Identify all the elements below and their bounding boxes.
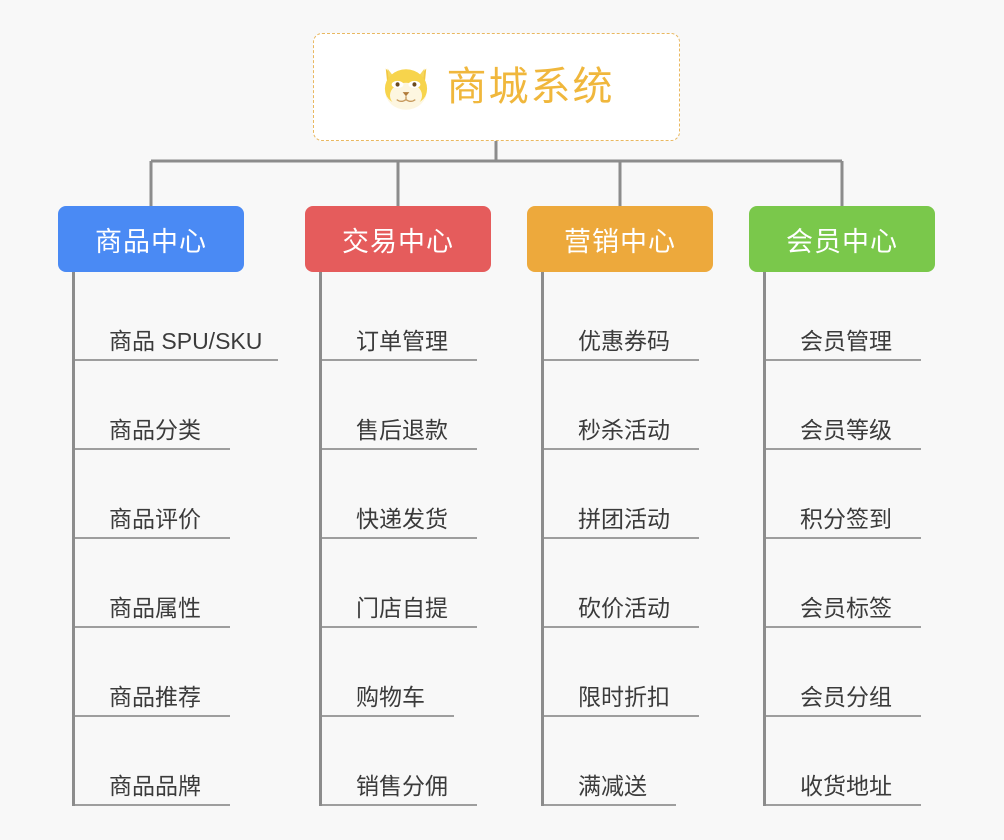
- leaf-item-label: 会员分组: [800, 683, 892, 710]
- leaf-item-label: 商品推荐: [109, 683, 201, 710]
- leaf-item[interactable]: 会员分组: [766, 628, 921, 717]
- root-node[interactable]: 商城系统: [313, 33, 680, 141]
- leaf-item-underline: [544, 626, 699, 628]
- leaf-item[interactable]: 满减送: [544, 717, 676, 806]
- leaf-item[interactable]: 会员管理: [766, 272, 921, 361]
- leaf-item[interactable]: 会员等级: [766, 361, 921, 450]
- leaf-item[interactable]: 商品品牌: [75, 717, 262, 806]
- leaf-item[interactable]: 商品评价: [75, 450, 262, 539]
- leaf-item-underline: [75, 448, 230, 450]
- leaf-item-underline: [75, 804, 230, 806]
- leaf-list-marketing-center: 优惠券码秒杀活动拼团活动砍价活动限时折扣满减送: [541, 272, 699, 806]
- leaf-item[interactable]: 积分签到: [766, 450, 921, 539]
- leaf-item-label: 商品评价: [109, 505, 201, 532]
- leaf-item[interactable]: 销售分佣: [322, 717, 477, 806]
- leaf-item-label: 会员标签: [800, 594, 892, 621]
- leaf-item-label: 积分签到: [800, 505, 892, 532]
- category-header-marketing-center[interactable]: 营销中心: [527, 206, 713, 272]
- leaf-item-underline: [544, 715, 699, 717]
- leaf-item-label: 拼团活动: [578, 505, 670, 532]
- leaf-item[interactable]: 收货地址: [766, 717, 921, 806]
- leaf-item-label: 会员等级: [800, 416, 892, 443]
- leaf-item-label: 快递发货: [356, 505, 448, 532]
- leaf-item-label: 砍价活动: [578, 594, 670, 621]
- leaf-item-underline: [766, 715, 921, 717]
- leaf-item-label: 满减送: [578, 772, 647, 799]
- leaf-item-label: 购物车: [356, 683, 425, 710]
- leaf-item[interactable]: 商品分类: [75, 361, 262, 450]
- leaf-item-label: 秒杀活动: [578, 416, 670, 443]
- leaf-item[interactable]: 商品属性: [75, 539, 262, 628]
- leaf-item-underline: [322, 715, 454, 717]
- leaf-item-label: 会员管理: [800, 327, 892, 354]
- leaf-item-label: 优惠券码: [578, 327, 670, 354]
- leaf-item-underline: [766, 626, 921, 628]
- leaf-item[interactable]: 砍价活动: [544, 539, 699, 628]
- leaf-item-underline: [766, 359, 921, 361]
- leaf-item[interactable]: 售后退款: [322, 361, 477, 450]
- leaf-item-underline: [766, 537, 921, 539]
- leaf-item[interactable]: 商品推荐: [75, 628, 262, 717]
- leaf-item[interactable]: 快递发货: [322, 450, 477, 539]
- leaf-item-underline: [322, 448, 477, 450]
- shiba-dog-face-icon: [384, 68, 427, 110]
- leaf-list-member-center: 会员管理会员等级积分签到会员标签会员分组收货地址: [763, 272, 921, 806]
- leaf-item-underline: [544, 448, 699, 450]
- category-header-label: 营销中心: [564, 226, 676, 257]
- leaf-item-label: 限时折扣: [578, 683, 670, 710]
- leaf-item-underline: [75, 537, 230, 539]
- leaf-item-label: 商品品牌: [109, 772, 201, 799]
- leaf-item-underline: [544, 804, 676, 806]
- leaf-item-label: 商品属性: [109, 594, 201, 621]
- leaf-item-underline: [322, 359, 477, 361]
- leaf-item[interactable]: 商品 SPU/SKU: [75, 272, 278, 361]
- leaf-item-label: 售后退款: [356, 416, 448, 443]
- leaf-item-label: 销售分佣: [356, 772, 448, 799]
- category-header-label: 交易中心: [342, 226, 454, 257]
- leaf-item[interactable]: 门店自提: [322, 539, 477, 628]
- leaf-item[interactable]: 订单管理: [322, 272, 477, 361]
- category-header-product-center[interactable]: 商品中心: [58, 206, 244, 272]
- leaf-item-underline: [766, 448, 921, 450]
- leaf-item-label: 商品 SPU/SKU: [109, 327, 263, 354]
- leaf-list-trade-center: 订单管理售后退款快递发货门店自提购物车销售分佣: [319, 272, 477, 806]
- leaf-item-label: 订单管理: [356, 327, 448, 354]
- leaf-item[interactable]: 购物车: [322, 628, 454, 717]
- root-title: 商城系统: [446, 65, 615, 109]
- category-header-label: 会员中心: [786, 226, 898, 257]
- category-header-member-center[interactable]: 会员中心: [749, 206, 935, 272]
- leaf-item-underline: [322, 626, 477, 628]
- leaf-item-label: 收货地址: [800, 772, 892, 799]
- leaf-item-underline: [544, 537, 699, 539]
- leaf-item-underline: [75, 626, 230, 628]
- leaf-item-underline: [766, 804, 921, 806]
- leaf-list-product-center: 商品 SPU/SKU 商品分类商品评价商品属性商品推荐商品品牌: [72, 272, 278, 806]
- leaf-item[interactable]: 拼团活动: [544, 450, 699, 539]
- leaf-item-underline: [75, 715, 230, 717]
- leaf-item[interactable]: 会员标签: [766, 539, 921, 628]
- leaf-item[interactable]: 限时折扣: [544, 628, 699, 717]
- leaf-item-underline: [322, 537, 477, 539]
- leaf-item-label: 门店自提: [356, 594, 448, 621]
- category-header-label: 商品中心: [95, 226, 207, 257]
- leaf-item-underline: [544, 359, 699, 361]
- leaf-item-underline: [322, 804, 477, 806]
- leaf-item[interactable]: 优惠券码: [544, 272, 699, 361]
- leaf-item-underline: [75, 359, 278, 361]
- category-header-trade-center[interactable]: 交易中心: [305, 206, 491, 272]
- leaf-item-label: 商品分类: [109, 416, 201, 443]
- leaf-item[interactable]: 秒杀活动: [544, 361, 699, 450]
